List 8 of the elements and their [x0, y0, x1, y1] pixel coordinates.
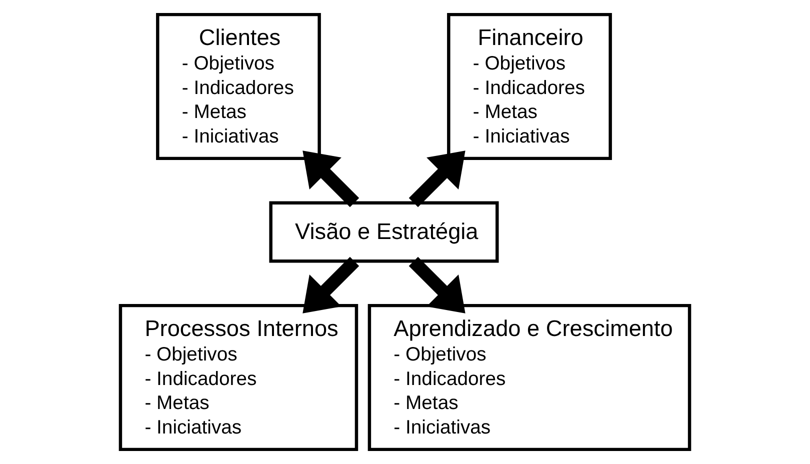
node-box: Visão e Estratégia — [269, 201, 499, 263]
node-box: Processos Internos - Objetivos - Indicadores - Metas - Iniciativas — [118, 304, 358, 452]
node-box: Aprendizado e Crescimento - Objetivos - Indicadores - Metas - Iniciativas — [368, 304, 692, 452]
arrow — [408, 256, 466, 314]
node-box: Clientes - Objetivos - Indicadores - Metas - Iniciativas — [156, 12, 321, 160]
arrow — [302, 150, 360, 208]
arrow — [408, 150, 466, 208]
node-box: Financeiro - Objetivos - Indicadores - Metas - Iniciativas — [447, 12, 612, 160]
